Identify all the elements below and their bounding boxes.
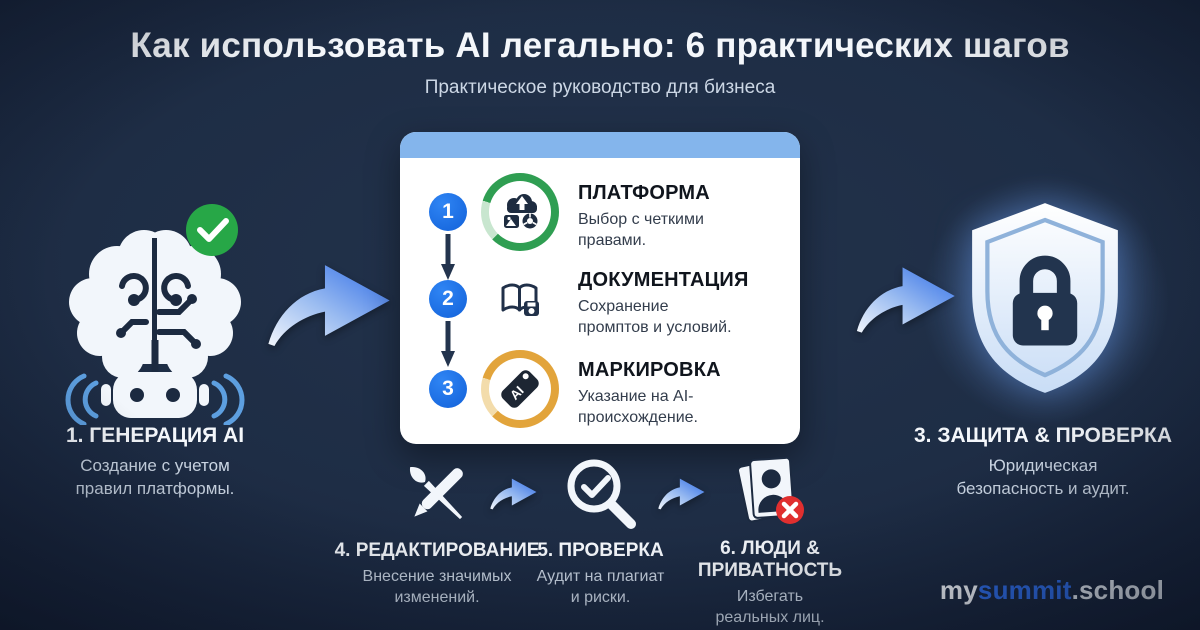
page-subtitle: Практическое руководство для бизнеса <box>424 77 776 98</box>
privacy-step: 6. ЛЮДИ & ПРИВАТНОСТЬ Избегать реальных … <box>680 450 860 628</box>
page-title: Как использовать AI легально: 6 практиче… <box>130 26 1070 65</box>
card-step-title: МАРКИРОВКА <box>578 359 721 381</box>
step-title: 1. ГЕНЕРАЦИЯ AI <box>65 424 245 447</box>
documentation-ring <box>481 260 559 338</box>
block-x-icon <box>776 496 804 524</box>
generation-label: 1. ГЕНЕРАЦИЯ AI Создание с учетом правил… <box>30 424 280 500</box>
logo-part-school: .school <box>1071 575 1164 605</box>
brush-pencil-icon <box>410 467 463 520</box>
generation-step <box>30 190 280 430</box>
step-title: 6. ЛЮДИ & ПРИВАТНОСТЬ <box>697 538 843 581</box>
step-title: 5. ПРОВЕРКА <box>537 540 664 561</box>
step-number-badge: 3 <box>429 370 467 408</box>
card-step-desc: Указание на AI-происхождение. <box>578 388 698 426</box>
card-step-title: ПЛАТФОРМА <box>578 182 710 204</box>
step-desc: Создание с учетом правил платформы. <box>75 456 235 498</box>
step-title: 3. ЗАЩИТА & ПРОВЕРКА <box>914 424 1172 447</box>
step-desc: Избегать реальных лиц. <box>715 588 825 626</box>
step-desc: Юридическая безопасность и аудит. <box>956 456 1130 498</box>
brain-robot-icon <box>65 204 245 427</box>
card-step-title: ДОКУМЕНТАЦИЯ <box>578 269 749 291</box>
cloud-platform-icon <box>504 194 538 229</box>
step-desc: Аудит на плагиат и риски. <box>536 568 665 606</box>
check-circle-icon <box>186 204 238 256</box>
brand-logo: mysummit.school <box>940 575 1164 606</box>
protection-step <box>920 176 1170 426</box>
step-desc: Внесение значимых изменений. <box>362 568 512 606</box>
open-book-icon <box>501 283 539 316</box>
card-step: МАРКИРОВКА Указание на AI-происхождение. <box>578 359 783 428</box>
card-header-bar <box>400 132 800 158</box>
protection-label: 3. ЗАЩИТА & ПРОВЕРКА Юридическая безопас… <box>903 424 1183 500</box>
marking-ring: AI <box>481 350 559 428</box>
logo-part-summit: summit <box>977 575 1072 605</box>
ai-tag-icon: AI <box>501 370 539 408</box>
card-step: ДОКУМЕНТАЦИЯ Сохранение промптов и услов… <box>578 269 783 338</box>
step-number-badge: 1 <box>429 193 467 231</box>
card-step: ПЛАТФОРМА Выбор с четкими правами. <box>578 182 783 251</box>
magnifier-check-icon <box>567 459 636 529</box>
down-arrow-icon <box>441 234 455 280</box>
steps-card: 1 2 3 <box>400 132 800 444</box>
shield-lock-icon <box>972 203 1118 393</box>
flow-arrow-icon <box>262 255 394 351</box>
step-number-badge: 2 <box>429 280 467 318</box>
logo-part-my: my <box>939 575 978 605</box>
down-arrow-icon <box>441 321 455 367</box>
photo-person-blocked-icon <box>737 456 804 524</box>
card-step-desc: Сохранение промптов и условий. <box>578 298 732 336</box>
platform-ring <box>481 173 559 251</box>
card-step-desc: Выбор с четкими правами. <box>578 211 704 249</box>
